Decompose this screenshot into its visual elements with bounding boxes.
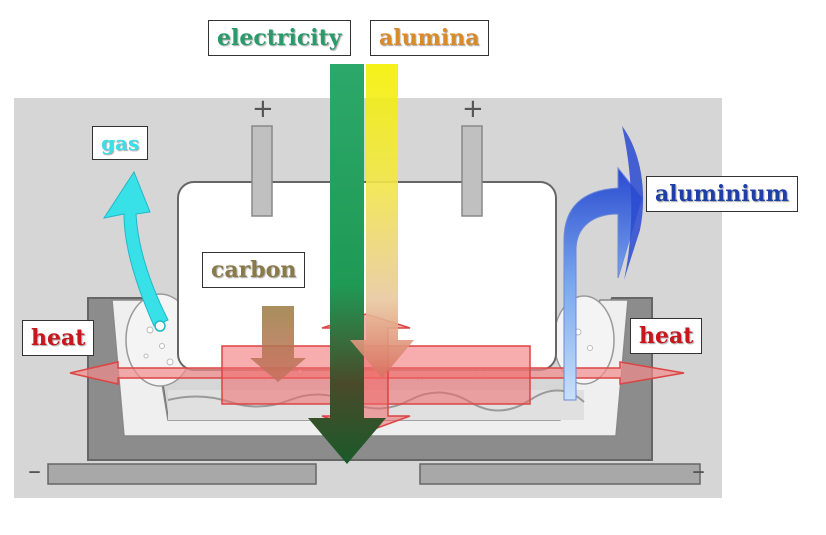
alumina-arrow: [350, 64, 414, 378]
gas-label: gas: [92, 126, 149, 160]
heat-label-right: heat: [630, 318, 703, 354]
cathode-bar-right: [419, 463, 701, 485]
electricity-label: electricity: [208, 20, 351, 56]
electricity-arrow: [308, 64, 386, 464]
carbon-arrow: [250, 306, 306, 382]
cathode-bar-left: [47, 463, 317, 485]
minus-sign-right: –: [692, 456, 705, 486]
aluminium-arrow-head: [622, 126, 644, 280]
carbon-label: carbon: [202, 252, 306, 288]
aluminium-label: aluminium: [646, 176, 798, 212]
gas-bubble-source: [154, 320, 166, 332]
plus-sign-left: +: [252, 94, 274, 124]
anode-rod-right: [461, 125, 483, 217]
minus-sign-left: –: [28, 456, 41, 486]
heat-label-left: heat: [22, 320, 95, 356]
anode-rod-left: [251, 125, 273, 217]
alumina-label: alumina: [370, 20, 489, 56]
gas-arrow: [102, 170, 169, 327]
plus-sign-right: +: [462, 94, 484, 124]
